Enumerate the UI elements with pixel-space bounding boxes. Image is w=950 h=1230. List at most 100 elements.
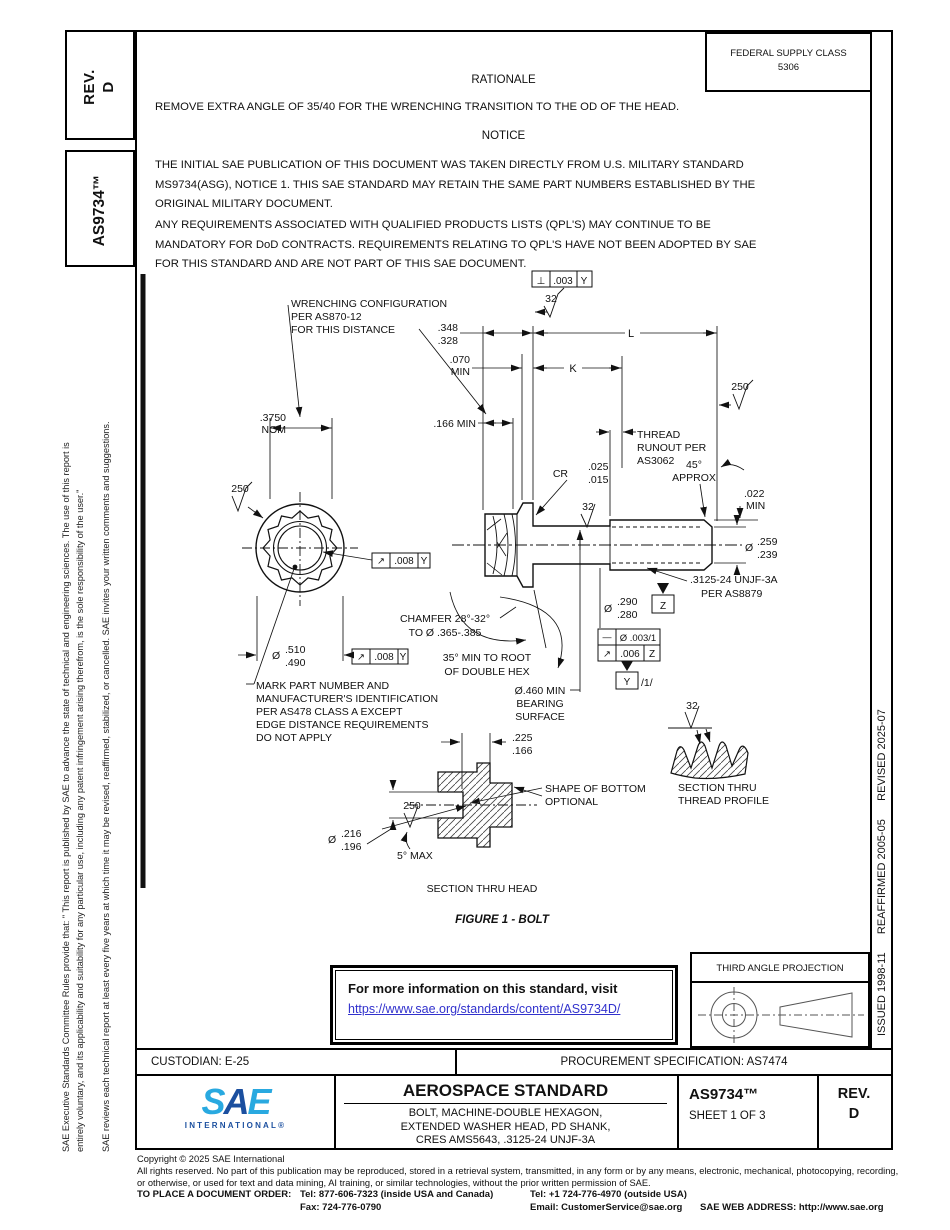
dim-225: .225 bbox=[512, 732, 533, 744]
dimension-lines bbox=[238, 329, 744, 845]
dim-cr-025: .025 bbox=[588, 461, 609, 473]
rev-cell-label: REV. bbox=[837, 1086, 871, 1102]
dim-L: L bbox=[628, 328, 634, 340]
fcf-runout2-val: .008 bbox=[374, 652, 394, 663]
figure-caption: FIGURE 1 - BOLT bbox=[455, 914, 550, 926]
dim-5max: 5° MAX bbox=[397, 850, 433, 862]
sae-web-address: SAE WEB ADDRESS: http://www.sae.org bbox=[700, 1202, 884, 1213]
logo-subtext: INTERNATIONAL® bbox=[184, 1121, 287, 1130]
dim-510: .510 bbox=[285, 644, 306, 656]
note-runout-2: RUNOUT PER bbox=[637, 442, 707, 454]
custodian-cell: CUSTODIAN: E-25 bbox=[137, 1050, 457, 1074]
notice-p2-l2: MANDATORY FOR DoD CONTRACTS. REQUIREMENT… bbox=[155, 238, 757, 251]
order-tel-international: Tel: +1 724-776-4970 (outside USA) bbox=[530, 1189, 687, 1200]
rev-label: REV. bbox=[81, 69, 98, 105]
notice-paragraph-2: ANY REQUIREMENTS ASSOCIATED WITH QUALIFI… bbox=[155, 216, 756, 275]
dim-K: K bbox=[569, 363, 577, 375]
extension-lines bbox=[256, 326, 758, 819]
bolt-end-view bbox=[242, 492, 358, 606]
thread-profile-section bbox=[670, 741, 749, 780]
dim-216-dia: Ø bbox=[328, 834, 336, 846]
subtitle-line-1: BOLT, MACHINE-DOUBLE HEXAGON, bbox=[408, 1107, 603, 1119]
fcf-perp-datum: Y bbox=[581, 276, 588, 287]
left-reviews-note: SAE reviews each technical report at lea… bbox=[101, 268, 117, 1152]
document-subtitle: BOLT, MACHINE-DOUBLE HEXAGON, EXTENDED W… bbox=[334, 1107, 677, 1148]
dim-cr: CR bbox=[553, 468, 569, 480]
fcf-straight-sym: — bbox=[603, 632, 612, 642]
finish-250-section: 250 bbox=[403, 800, 421, 812]
section-thru-head bbox=[408, 762, 537, 848]
logo-letter-a: A bbox=[223, 1081, 250, 1122]
fcf-runout1-sym: ↗ bbox=[377, 556, 385, 567]
notice-paragraph-1: THE INITIAL SAE PUBLICATION OF THIS DOCU… bbox=[155, 156, 755, 215]
note-bearing-3: SURFACE bbox=[515, 711, 565, 723]
note-mark-2: MANUFACTURER'S IDENTIFICATION bbox=[256, 693, 438, 705]
federal-supply-class-box: FEDERAL SUPPLY CLASS 5306 bbox=[705, 32, 872, 92]
feature-control-frames bbox=[351, 270, 661, 665]
notice-p2-l3: FOR THIS STANDARD AND ARE NOT PART OF TH… bbox=[155, 258, 527, 270]
title-divider-1 bbox=[334, 1076, 336, 1148]
finish-32-shank: 32 bbox=[582, 501, 594, 513]
rationale-text: REMOVE EXTRA ANGLE OF 35/40 FOR THE WREN… bbox=[155, 101, 680, 113]
copyright-line-2: All rights reserved. No part of this pub… bbox=[137, 1166, 899, 1176]
dim-3750: .3750 bbox=[260, 412, 286, 424]
order-email: Email: CustomerService@sae.org bbox=[530, 1202, 683, 1213]
rev-cell-value: D bbox=[848, 1106, 860, 1122]
dim-070: .070 bbox=[450, 354, 471, 366]
note-mark-1: MARK PART NUMBER AND bbox=[256, 680, 389, 692]
fcf-runout2-sym: ↗ bbox=[357, 652, 365, 663]
rationale-title: RATIONALE bbox=[471, 74, 536, 86]
note-mark-4: EDGE DISTANCE REQUIREMENTS bbox=[256, 719, 429, 731]
order-fax: Fax: 724-776-0790 bbox=[300, 1202, 382, 1213]
disclaimer-line-1: SAE Executive Standards Committee Rules … bbox=[61, 442, 71, 1152]
dim-45deg: 45° bbox=[686, 459, 702, 471]
subtitle-line-2: EXTENDED WASHER HEAD, PD SHANK, bbox=[400, 1120, 611, 1133]
datum-symbols bbox=[615, 583, 675, 690]
rev-cell: REV. D bbox=[817, 1084, 891, 1124]
copyright-line-1: Copyright © 2025 SAE International bbox=[137, 1154, 285, 1164]
fsc-value: 5306 bbox=[777, 62, 800, 73]
standard-link[interactable]: https://www.sae.org/standards/content/AS… bbox=[348, 1002, 621, 1016]
fcf-straight-val: Ø .003/1 bbox=[620, 633, 656, 644]
procurement-cell: PROCUREMENT SPECIFICATION: AS7474 bbox=[560, 1056, 788, 1068]
title-block: SAE INTERNATIONAL® AEROSPACE STANDARD BO… bbox=[137, 1076, 891, 1148]
third-angle-symbol bbox=[698, 987, 864, 1043]
dim-166: .166 bbox=[512, 745, 533, 757]
dim-490: .490 bbox=[285, 657, 306, 669]
third-angle-projection-box: THIRD ANGLE PROJECTION bbox=[690, 952, 870, 1048]
dim-259-dia: Ø bbox=[745, 542, 753, 554]
sheet-number: SHEET 1 OF 3 bbox=[689, 1110, 766, 1122]
info-box: For more information on this standard, v… bbox=[330, 965, 678, 1045]
finish-250-endview: 250 bbox=[231, 483, 249, 495]
datum-y-mod: /1/ bbox=[641, 677, 653, 689]
title-divider-2 bbox=[677, 1076, 679, 1148]
surface-finish-symbols bbox=[231, 287, 754, 829]
dim-196: .196 bbox=[341, 841, 362, 853]
note-wrenching-1: WRENCHING CONFIGURATION bbox=[291, 298, 447, 310]
notice-p1-l2: MS9734(ASG), NOTICE 1. THIS SAE STANDARD… bbox=[155, 178, 756, 191]
doc-number-vertical: AS9734™ bbox=[91, 174, 108, 247]
order-tel-domestic: Tel: 877-606-7323 (inside USA and Canada… bbox=[300, 1189, 494, 1200]
finish-32-bearing: 32 bbox=[545, 293, 557, 305]
fcf-runout3-datum: Z bbox=[649, 649, 655, 660]
dim-259: .259 bbox=[757, 536, 778, 548]
dim-290: .290 bbox=[617, 596, 638, 608]
dim-280: .280 bbox=[617, 609, 638, 621]
label-section-head: SECTION THRU HEAD bbox=[427, 883, 538, 895]
bolt-side-view bbox=[452, 502, 742, 588]
note-runout-1: THREAD bbox=[637, 429, 681, 441]
subtitle-line-3: CRES AMS5643, .3125-24 UNJF-3A bbox=[415, 1134, 596, 1146]
note-chamfer-2: TO Ø .365-.385 bbox=[409, 627, 482, 639]
notice-title: NOTICE bbox=[481, 130, 526, 142]
note-bearing-2: BEARING bbox=[516, 698, 563, 710]
datum-z: Z bbox=[660, 601, 666, 612]
order-label: TO PLACE A DOCUMENT ORDER: bbox=[137, 1189, 292, 1200]
logo-letter-s: S bbox=[201, 1081, 225, 1122]
label-section-profile-2: THREAD PROFILE bbox=[678, 795, 769, 807]
thread-spec-2: PER AS8879 bbox=[701, 588, 762, 600]
dim-239: .239 bbox=[757, 549, 778, 561]
finish-250-end: 250 bbox=[731, 381, 749, 393]
dim-cr-015: .015 bbox=[588, 474, 609, 486]
